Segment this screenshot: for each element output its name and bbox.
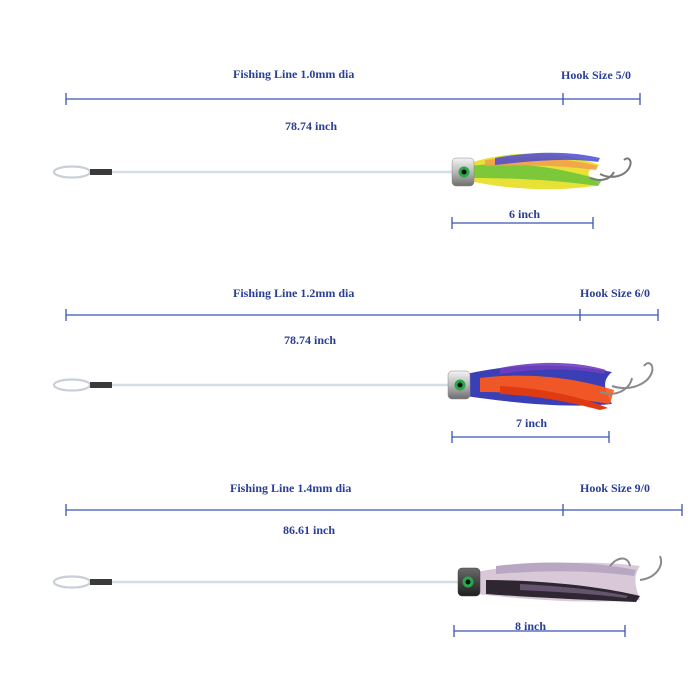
line-diameter-label: Fishing Line 1.0mm dia (233, 67, 355, 81)
hook-size-label: Hook Size 5/0 (561, 68, 632, 82)
lure-length-label: 7 inch (516, 416, 548, 430)
rig-3 (52, 504, 683, 637)
length-measure-line (65, 504, 683, 516)
leader-length-label: 78.74 inch (285, 119, 338, 133)
leader-line (52, 575, 458, 589)
lure-measure-line (451, 431, 610, 443)
leader-line (52, 165, 452, 179)
line-diameter-label: Fishing Line 1.2mm dia (233, 286, 355, 300)
line-diameter-label: Fishing Line 1.4mm dia (230, 481, 352, 495)
lure-measure-line (451, 217, 594, 229)
lure-length-label: 8 inch (515, 619, 547, 633)
lure-1 (451, 152, 632, 190)
length-measure-line (65, 93, 641, 105)
lure-measure-line (453, 625, 626, 637)
rig-2 (52, 309, 659, 443)
lure-3 (457, 555, 662, 602)
leader-length-label: 86.61 inch (283, 523, 336, 537)
leader-length-label: 78.74 inch (284, 333, 337, 347)
hook-size-label: Hook Size 9/0 (580, 481, 651, 495)
hook-size-label: Hook Size 6/0 (580, 286, 651, 300)
length-measure-line (65, 309, 659, 321)
lure-length-label: 6 inch (509, 207, 541, 221)
leader-line (52, 378, 448, 392)
lure-2 (447, 362, 654, 410)
rig-1 (52, 93, 641, 229)
